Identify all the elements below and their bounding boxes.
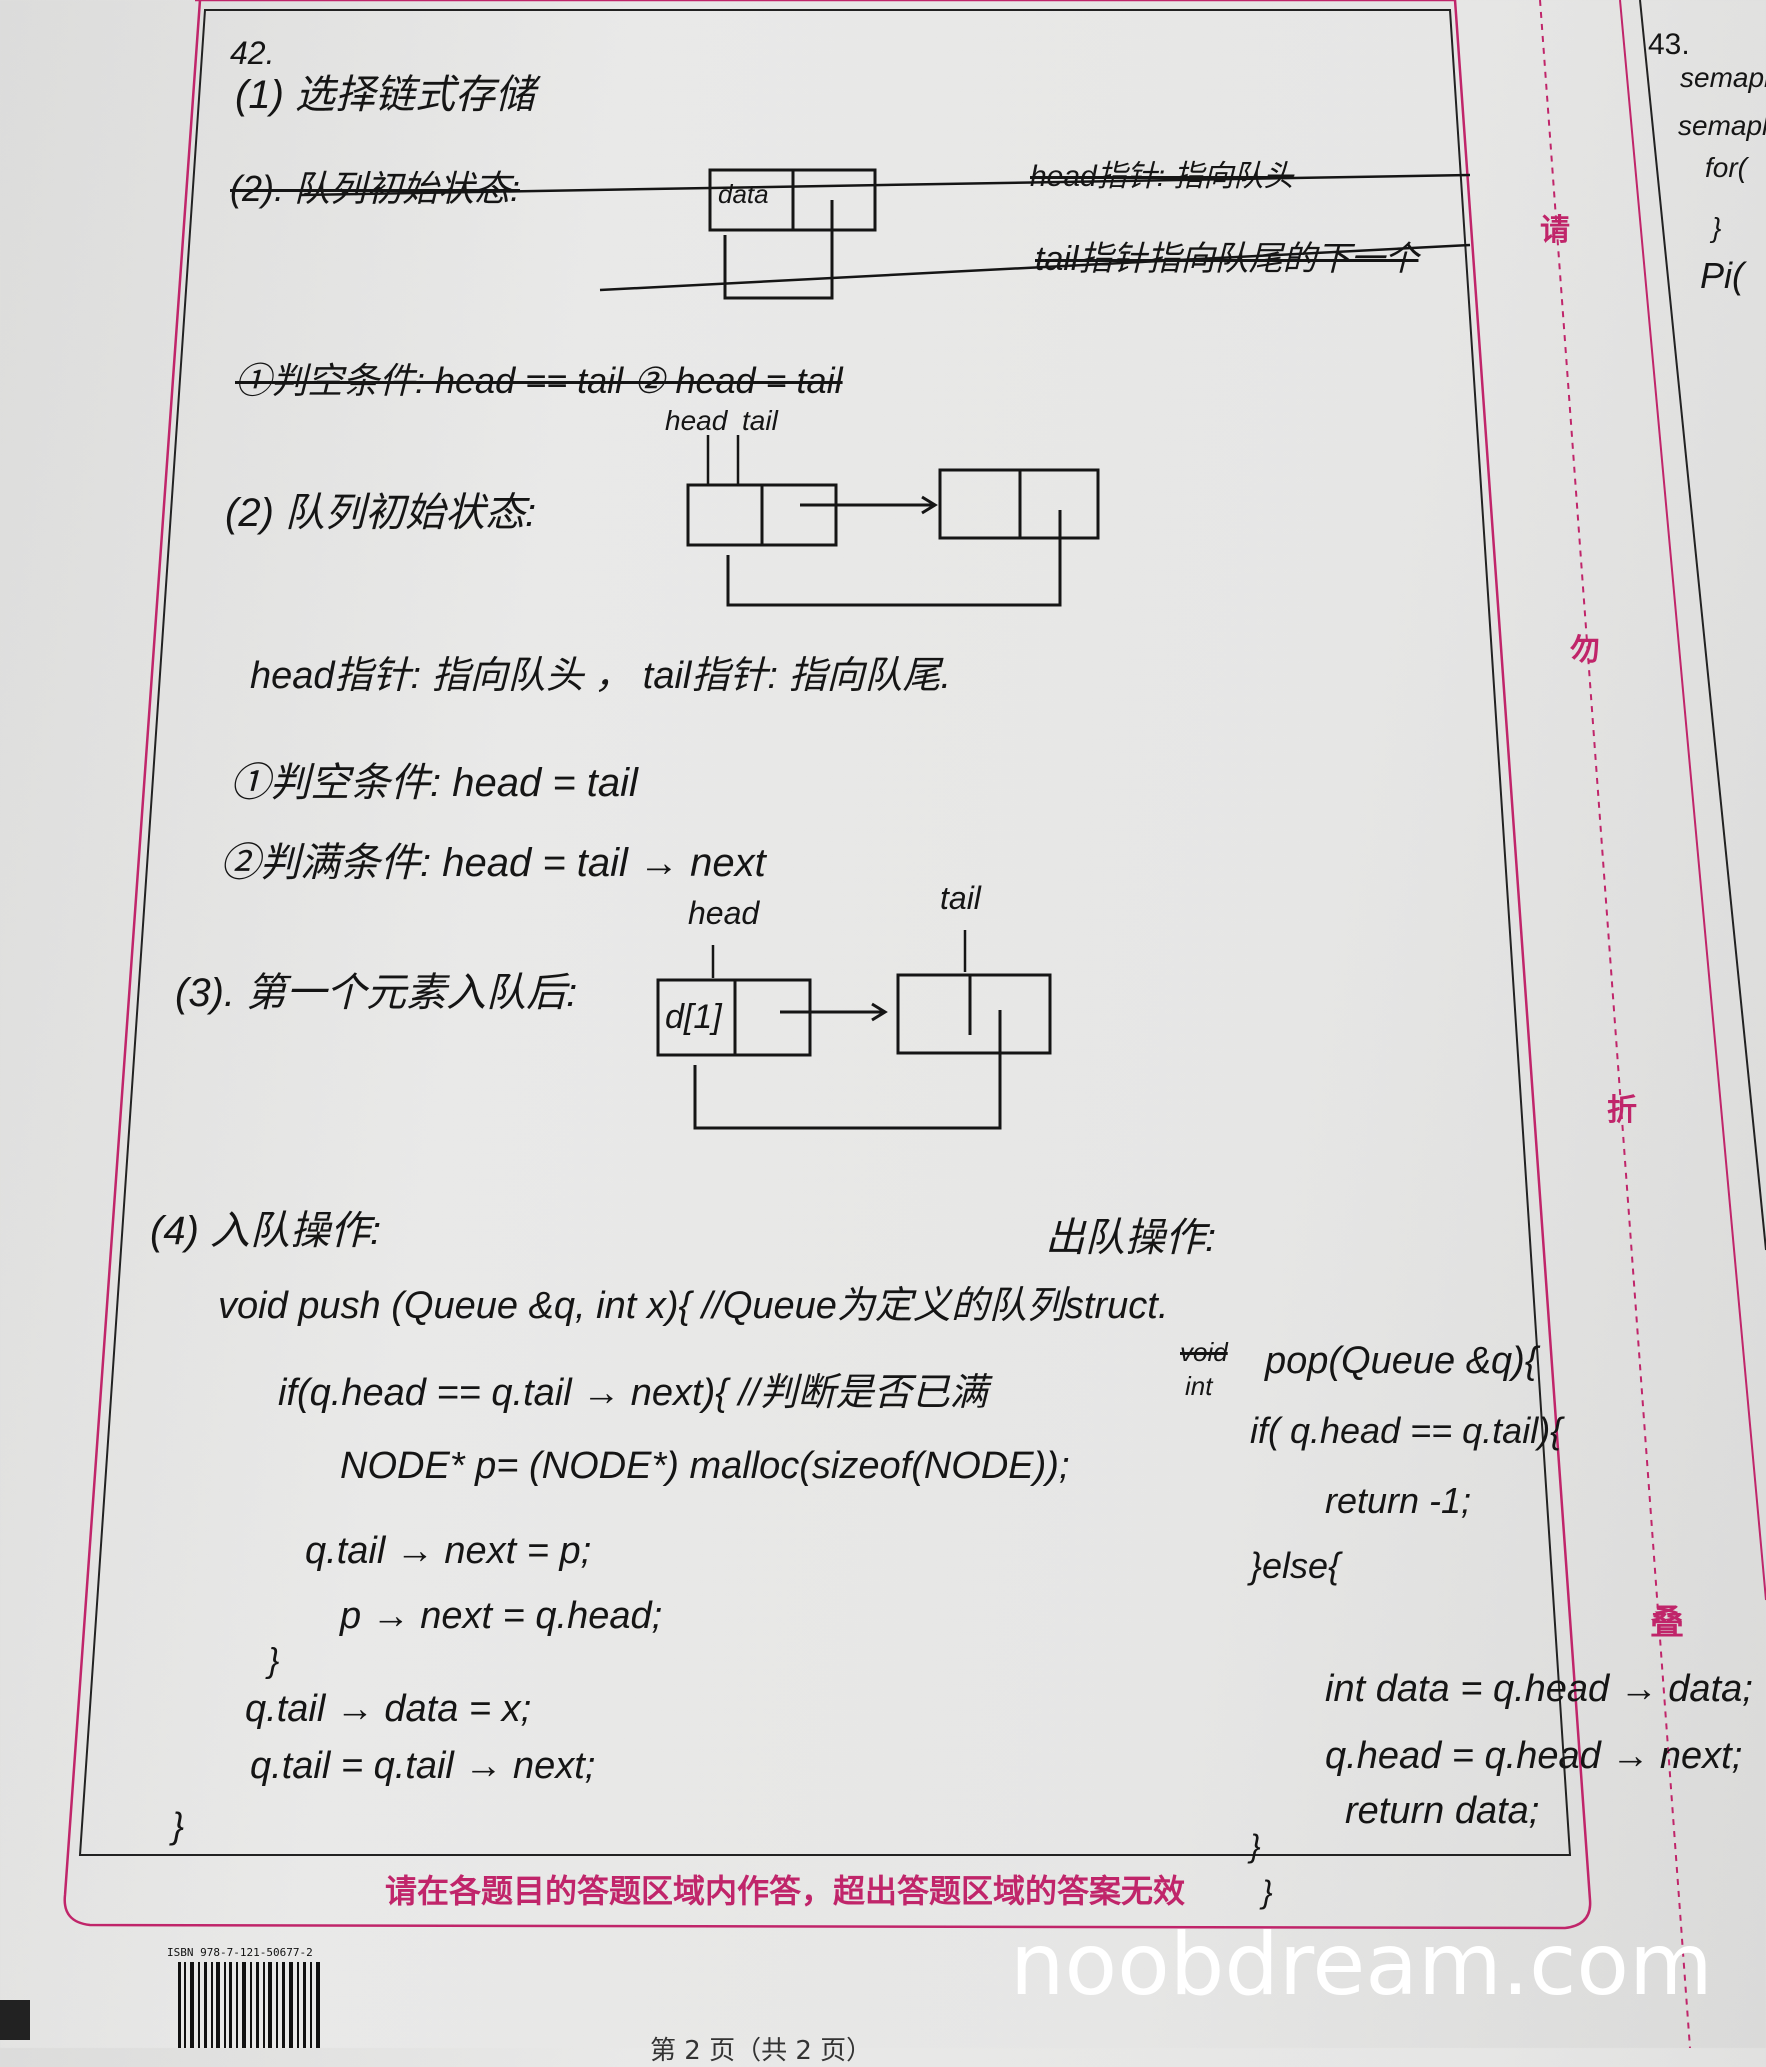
struck-part2-title: (2). 队列初始状态: — [230, 168, 521, 209]
code-line: if(q.head == q.tail → next){ //判断是否已满 — [278, 1372, 988, 1414]
q43-line: for( — [1705, 152, 1747, 183]
struck-empty-condition: ①判空条件: head == tail ② head = tail — [235, 360, 843, 401]
full-condition: ②判满条件: head = tail → next — [220, 841, 766, 885]
code-line: } — [268, 1642, 280, 1680]
answer-area-notice: 请在各题目的答题区域内作答，超出答题区域的答案无效 — [385, 1872, 1186, 1910]
enqueue-title: (4) 入队操作: — [150, 1209, 382, 1253]
dequeue-title: 出队操作: — [1045, 1216, 1217, 1260]
question-number: 42. — [230, 35, 275, 71]
code-line: void push (Queue &q, int x){ //Queue为定义的… — [218, 1285, 1169, 1327]
fold-warning-char: 勿 — [1570, 633, 1600, 668]
q43-line: semaph — [1678, 110, 1766, 141]
code-line: pop(Queue &q){ — [1265, 1340, 1538, 1382]
code-line: q.tail → next = p; — [305, 1530, 592, 1572]
fold-warning-char: 折 — [1607, 1093, 1637, 1128]
code-line: return data; — [1345, 1790, 1540, 1832]
pointer-note: head指针: 指向队头 ， tail指针: 指向队尾. — [250, 655, 952, 697]
q43-line: semaph — [1680, 62, 1766, 93]
diagram2-tail-label: tail — [742, 405, 778, 436]
code-line: }else{ — [1250, 1545, 1341, 1586]
struck-tail-note: tail指针指向队尾的下一个 — [1035, 240, 1419, 278]
code-line: } — [172, 1805, 185, 1846]
code-line: int data = q.head → data; — [1325, 1668, 1753, 1710]
code-line: q.tail → data = x; — [245, 1688, 532, 1730]
part2-title: (2) 队列初始状态: — [225, 491, 537, 535]
struck-return-type: void — [1180, 1337, 1228, 1367]
code-line: q.tail = q.tail → next; — [250, 1745, 596, 1787]
code-line: NODE* p= (NODE*) malloc(sizeof(NODE)); — [340, 1445, 1070, 1487]
q43-line: } — [1712, 212, 1722, 243]
fold-warning-char: 请 — [1540, 213, 1570, 248]
code-line: if( q.head == q.tail){ — [1250, 1410, 1563, 1451]
code-line: return -1; — [1325, 1480, 1472, 1521]
watermark: noobdream.com — [1010, 1915, 1713, 2015]
diagram3-tail-label: tail — [940, 880, 981, 916]
code-line: p → next = q.head; — [340, 1595, 663, 1637]
question-43-number: 43. — [1648, 28, 1690, 61]
part3-title: (3). 第一个元素入队后: — [175, 971, 578, 1015]
code-line: } — [1250, 1828, 1261, 1864]
code-line: q.head = q.head → next; — [1325, 1735, 1743, 1777]
struck-diagram-data-label: data — [718, 179, 769, 209]
code-line: } — [1262, 1874, 1273, 1910]
q43-line: Pi( — [1700, 255, 1744, 296]
empty-condition: ①判空条件: head = tail — [230, 761, 638, 805]
struck-head-note: head指针: 指向队头 — [1030, 160, 1294, 193]
isbn-label: ISBN 978-7-121-50677-2 — [167, 1946, 313, 1959]
diagram2-head-label: head — [665, 405, 728, 436]
page-number: 第 2 页（共 2 页） — [650, 2036, 873, 2066]
diagram3-head-label: head — [688, 895, 760, 931]
part1-answer: (1) 选择链式存储 — [235, 73, 535, 117]
fold-warning-char: 叠 — [1650, 1603, 1684, 1643]
return-type: int — [1185, 1371, 1213, 1401]
diagram3-node-data: d[1] — [665, 998, 722, 1036]
